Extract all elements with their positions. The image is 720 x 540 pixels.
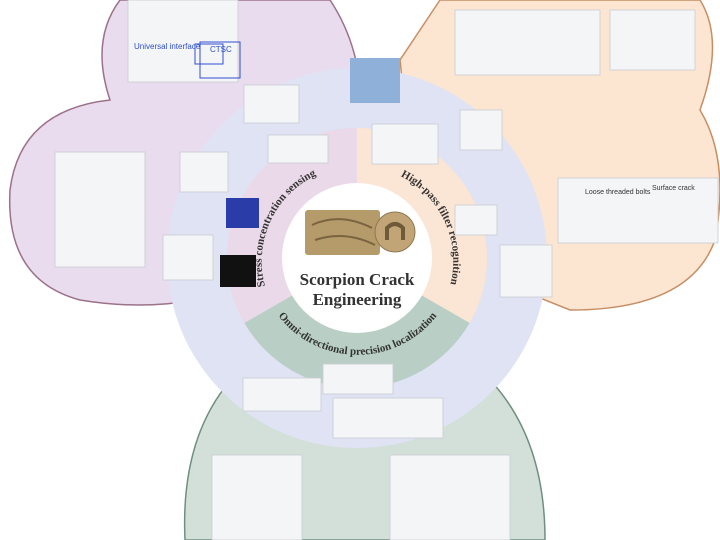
title-line-1: Scorpion Crack: [300, 270, 415, 289]
surface-crack-label: Surface crack: [652, 185, 695, 192]
center-circle: [282, 183, 432, 333]
loose-bolts-label: Loose threaded bolts: [585, 189, 651, 196]
ctsc-label: CTSC: [210, 45, 232, 54]
title-line-2: Engineering: [313, 290, 402, 309]
figure-panels: [54, 0, 719, 540]
scorpion-crack-image: [305, 210, 416, 255]
universal-interface-label: Universal interface: [134, 42, 201, 51]
